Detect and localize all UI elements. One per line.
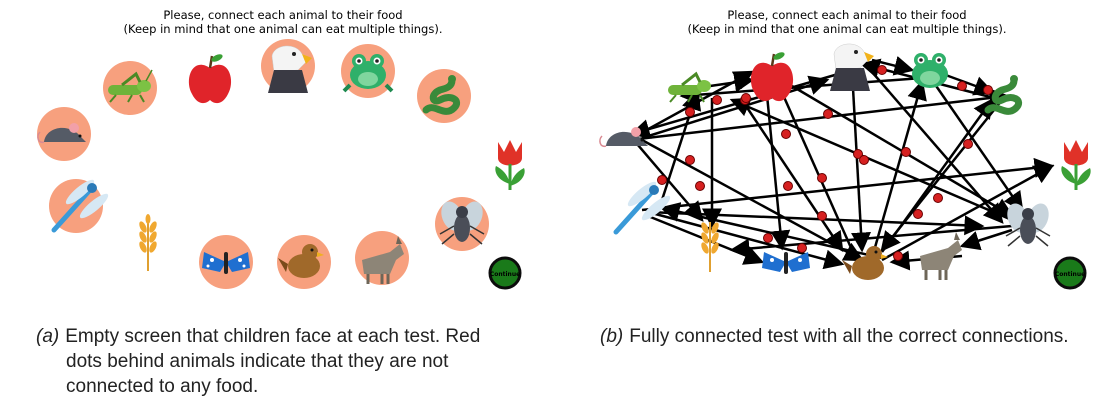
connection-line (631, 137, 704, 222)
connection-dot[interactable] (859, 155, 869, 165)
scene-a: Continue (37, 39, 525, 290)
bird-item[interactable] (842, 246, 888, 280)
connection-dot[interactable] (685, 155, 695, 165)
dragonfly-item[interactable] (49, 177, 111, 233)
connection-dot[interactable] (933, 193, 943, 203)
fly-item[interactable] (1003, 200, 1052, 247)
connection-line (729, 224, 1013, 259)
wheat-item[interactable] (138, 214, 159, 271)
connection-line (647, 210, 985, 236)
connection-line (629, 88, 1010, 142)
connection-dot[interactable] (963, 139, 973, 149)
connection-dot[interactable] (893, 251, 903, 261)
connection-dot[interactable] (877, 65, 887, 75)
tulip-item[interactable] (495, 140, 525, 190)
connection-line (930, 79, 1024, 213)
instruction-line-2: (Keep in mind that one animal can eat mu… (687, 22, 1007, 36)
apple-item[interactable] (188, 53, 232, 104)
connection-dots (657, 65, 993, 261)
caption-text: Fully connected test with all the correc… (629, 326, 1069, 347)
butterfly-item[interactable] (199, 235, 253, 289)
connection-dot[interactable] (783, 181, 793, 191)
instruction-text: Please, connect each animal to their foo… (18, 8, 548, 36)
connection-line (765, 94, 791, 251)
connection-dot[interactable] (781, 129, 791, 139)
continue-button[interactable]: Continue (1053, 256, 1087, 290)
wolf-item[interactable] (920, 232, 962, 280)
connection-dot[interactable] (763, 233, 773, 243)
instruction-line-1: Please, connect each animal to their foo… (163, 8, 403, 22)
panel-empty-screen: Please, connect each animal to their foo… (18, 0, 548, 300)
connection-line (729, 97, 1013, 222)
continue-button[interactable]: Continue (488, 256, 522, 290)
connection-dot[interactable] (817, 211, 827, 221)
connection-dot[interactable] (695, 181, 705, 191)
connection-line (850, 69, 872, 253)
snake-item[interactable] (984, 75, 1023, 115)
connection-line (880, 97, 994, 253)
connection-dot[interactable] (741, 93, 751, 103)
instruction-text: Please, connect each animal to their foo… (582, 8, 1112, 36)
frog-item[interactable] (341, 44, 395, 98)
connection-line (959, 228, 1013, 251)
wolf-item[interactable] (355, 231, 409, 285)
connection-dot[interactable] (901, 147, 911, 157)
tulip-item[interactable] (1061, 140, 1091, 190)
caption-text: Empty screen that children face at each … (65, 326, 481, 397)
snake-item[interactable] (417, 69, 471, 123)
caption-b: (b)Fully connected test with all the cor… (600, 324, 1078, 349)
connection-dot[interactable] (797, 243, 807, 253)
panel-fully-connected: Please, connect each animal to their foo… (582, 0, 1112, 300)
caption-tag: (a) (36, 326, 60, 347)
connection-dot[interactable] (817, 173, 827, 183)
caption-tag: (b) (600, 326, 624, 347)
connection-dot[interactable] (712, 95, 722, 105)
bird-item[interactable] (277, 235, 331, 289)
continue-label: Continue (490, 271, 520, 278)
apple-item[interactable] (750, 51, 794, 102)
wheat-item[interactable] (700, 221, 721, 272)
scene-b: Continue (599, 43, 1091, 290)
grasshopper-item[interactable] (668, 71, 711, 103)
connection-line (881, 164, 1055, 262)
frog-item[interactable] (912, 53, 948, 88)
connection-dot[interactable] (685, 107, 695, 117)
connection-dot[interactable] (913, 209, 923, 219)
connection-line (679, 76, 923, 105)
fly-item[interactable] (435, 197, 489, 251)
connection-line (740, 99, 844, 253)
caption-a: (a)Empty screen that children face at ea… (36, 324, 516, 399)
connection-dot[interactable] (983, 85, 993, 95)
connection-line (641, 157, 1055, 212)
mouse-item[interactable] (37, 107, 91, 161)
mouse-item[interactable] (599, 127, 648, 148)
eagle-item[interactable] (830, 43, 874, 91)
connection-line (659, 202, 883, 260)
connection-dot[interactable] (823, 109, 833, 119)
dragonfly-item[interactable] (613, 179, 673, 235)
eagle-item[interactable] (261, 39, 315, 93)
instruction-line-1: Please, connect each animal to their foo… (727, 8, 967, 22)
connection-dot[interactable] (853, 149, 863, 159)
instruction-line-2: (Keep in mind that one animal can eat mu… (123, 22, 443, 36)
butterfly-item[interactable] (762, 252, 810, 274)
connection-line (769, 67, 854, 251)
connection-dot[interactable] (657, 175, 667, 185)
connection-dot[interactable] (957, 81, 967, 91)
continue-label: Continue (1055, 271, 1085, 278)
grasshopper-item[interactable] (103, 61, 157, 115)
